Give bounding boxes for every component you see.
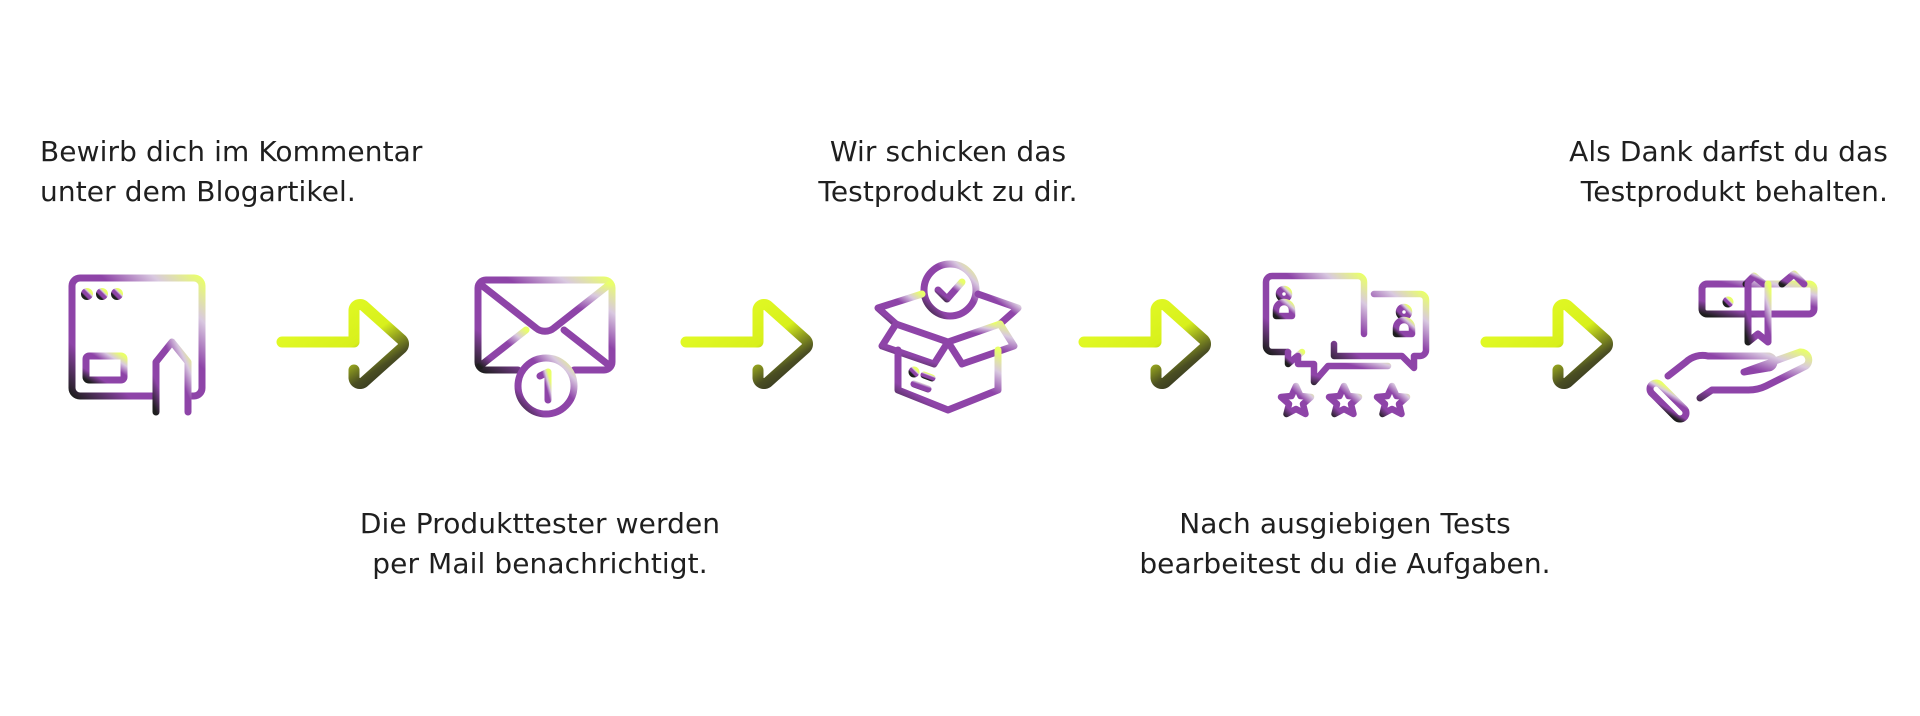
open-box-check-icon: [872, 258, 1024, 414]
step-1-line-2: unter dem Blogartikel.: [40, 175, 356, 208]
web-page-edit-icon: [66, 274, 212, 420]
arrow-right-icon: [1480, 294, 1615, 394]
step-2-line-2: per Mail benachrichtigt.: [372, 547, 708, 580]
step-5-caption: Als Dank darfst du das Testprodukt behal…: [1569, 132, 1888, 212]
star-3: [1373, 382, 1411, 418]
arrow-right-icon: [276, 294, 411, 394]
star-1: [1277, 382, 1315, 418]
step-4-line-2: bearbeitest du die Aufgaben.: [1139, 547, 1551, 580]
hand-gift-icon: [1646, 270, 1830, 423]
step-5-line-2: Testprodukt behalten.: [1580, 175, 1888, 208]
step-4-caption: Nach ausgiebigen Tests bearbeitest du di…: [1090, 504, 1600, 584]
envelope-notification-icon: [470, 276, 620, 426]
step-1-line-1: Bewirb dich im Kommentar: [40, 135, 423, 168]
step-4-line-1: Nach ausgiebigen Tests: [1179, 507, 1511, 540]
star-2: [1325, 382, 1363, 418]
step-2-caption: Die Produkttester werden per Mail benach…: [300, 504, 780, 584]
notification-badge: [514, 354, 578, 418]
review-chat-stars-icon: [1262, 272, 1432, 427]
step-3-line-1: Wir schicken das: [829, 135, 1067, 168]
step-1-caption: Bewirb dich im Kommentar unter dem Bloga…: [40, 132, 423, 212]
step-2-line-1: Die Produkttester werden: [359, 507, 721, 540]
arrow-right-icon: [680, 294, 815, 394]
arrow-right-icon: [1078, 294, 1213, 394]
step-3-caption: Wir schicken das Testprodukt zu dir.: [748, 132, 1148, 212]
step-3-line-2: Testprodukt zu dir.: [818, 175, 1078, 208]
step-5-line-1: Als Dank darfst du das: [1569, 135, 1888, 168]
